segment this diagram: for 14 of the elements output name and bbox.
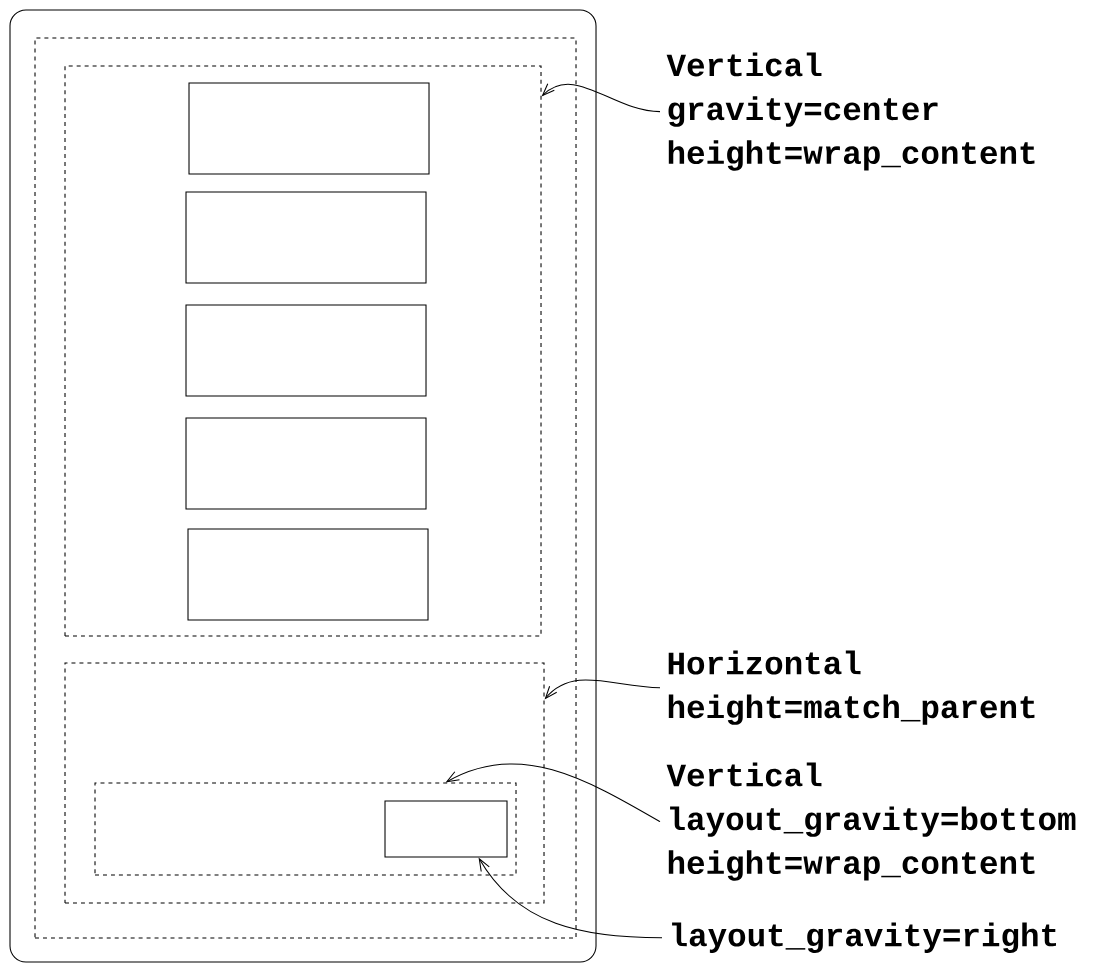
arrow: [478, 857, 663, 939]
view-box: [185, 417, 427, 510]
view-box: [187, 528, 429, 621]
annotation-text: Vertical gravity=center height=wrap_content: [666, 52, 1035, 171]
view-box: [185, 304, 427, 397]
view-box: [384, 800, 508, 858]
annotation-text: Vertical layout_gravity=bottom height=wrap_content: [666, 762, 1076, 881]
arrow: [445, 763, 661, 823]
view-box: [185, 191, 427, 284]
view-box: [188, 82, 430, 175]
arrow: [541, 83, 661, 113]
annotation-text: Horizontal height=match_parent: [668, 650, 1035, 725]
arrow: [544, 679, 661, 700]
annotation-text: layout_gravity=right: [672, 922, 1056, 953]
